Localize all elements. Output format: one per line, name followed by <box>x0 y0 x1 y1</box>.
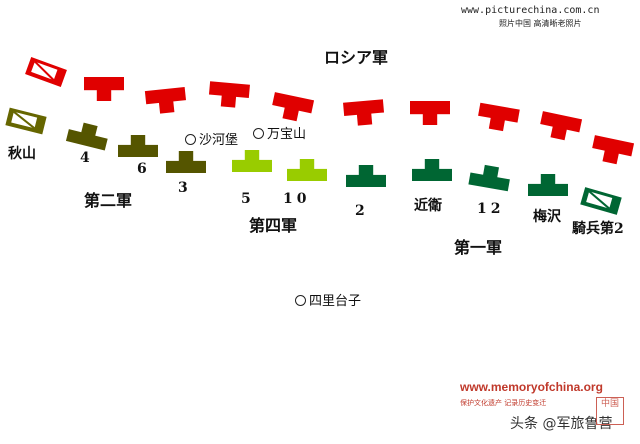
japanese-unit-symbol <box>118 135 158 157</box>
japanese-unit-symbol <box>166 151 206 173</box>
japanese-unit-symbol <box>346 165 386 187</box>
russian-unit-symbol <box>84 77 124 101</box>
japanese-unit-symbol <box>412 159 452 181</box>
label-russian-army: ロシア軍 <box>324 48 389 67</box>
unit-label-10: 10 <box>283 191 311 207</box>
russian-unit-symbol <box>410 101 450 125</box>
watermark-app: 头条 @军旅鲁营 <box>510 416 613 432</box>
watermark-site-sub: 照片中国 高清晰老照片 <box>499 19 582 28</box>
place-marker-icon <box>185 134 196 145</box>
japanese-unit-symbol <box>65 122 108 151</box>
unit-label-4: 4 <box>80 150 90 166</box>
russian-unit-symbol <box>343 99 385 126</box>
place-marker-icon <box>253 128 264 139</box>
watermark-memory-sub: 保护文化遗产 记录历史变迁 <box>460 399 547 407</box>
unit-label-6: 6 <box>137 161 147 177</box>
unit-label-3: 3 <box>178 180 188 196</box>
russian-unit-symbol <box>144 86 187 114</box>
japanese-unit-symbol <box>287 159 327 181</box>
russian-unit-symbol <box>208 81 250 108</box>
russian-unit-symbol <box>592 135 635 165</box>
russian-unit-symbol <box>25 57 67 87</box>
japanese-unit-symbol <box>468 164 510 192</box>
unit-label-12: 12 <box>477 201 505 217</box>
unit-label-2: 2 <box>355 203 365 219</box>
japanese-unit-symbol <box>232 150 272 172</box>
watermark-seal: 中国 <box>596 397 624 425</box>
watermark-memory: www.memoryofchina.org <box>460 380 603 394</box>
place-wanbaoshan: 万宝山 <box>253 123 306 142</box>
place-silitaizi: 四里台子 <box>295 290 361 309</box>
japanese-unit-symbol <box>528 174 568 196</box>
russian-unit-symbol <box>478 102 520 132</box>
label-second-army: 第二軍 <box>84 191 133 210</box>
russian-unit-symbol <box>540 111 583 141</box>
place-marker-icon <box>295 295 306 306</box>
unit-label-konoe: 近衛 <box>414 198 442 214</box>
japanese-unit-symbol <box>580 187 622 215</box>
unit-label-umezawa: 梅沢 <box>533 209 561 225</box>
place-silitaizi-text: 四里台子 <box>309 294 362 309</box>
place-shahebao-text: 沙河堡 <box>199 133 239 148</box>
label-fourth-army: 第四軍 <box>249 216 298 235</box>
watermark-site: www.picturechina.com.cn <box>461 5 600 16</box>
russian-unit-symbol <box>272 92 315 122</box>
unit-label-akiyama: 秋山 <box>8 146 36 162</box>
unit-label-cav2: 騎兵第2 <box>572 221 624 237</box>
place-wanbaoshan-text: 万宝山 <box>267 127 307 142</box>
japanese-unit-symbol <box>5 107 47 135</box>
label-first-army: 第一軍 <box>454 238 503 257</box>
place-shahebao: 沙河堡 <box>185 129 238 148</box>
unit-label-5: 5 <box>241 191 251 207</box>
